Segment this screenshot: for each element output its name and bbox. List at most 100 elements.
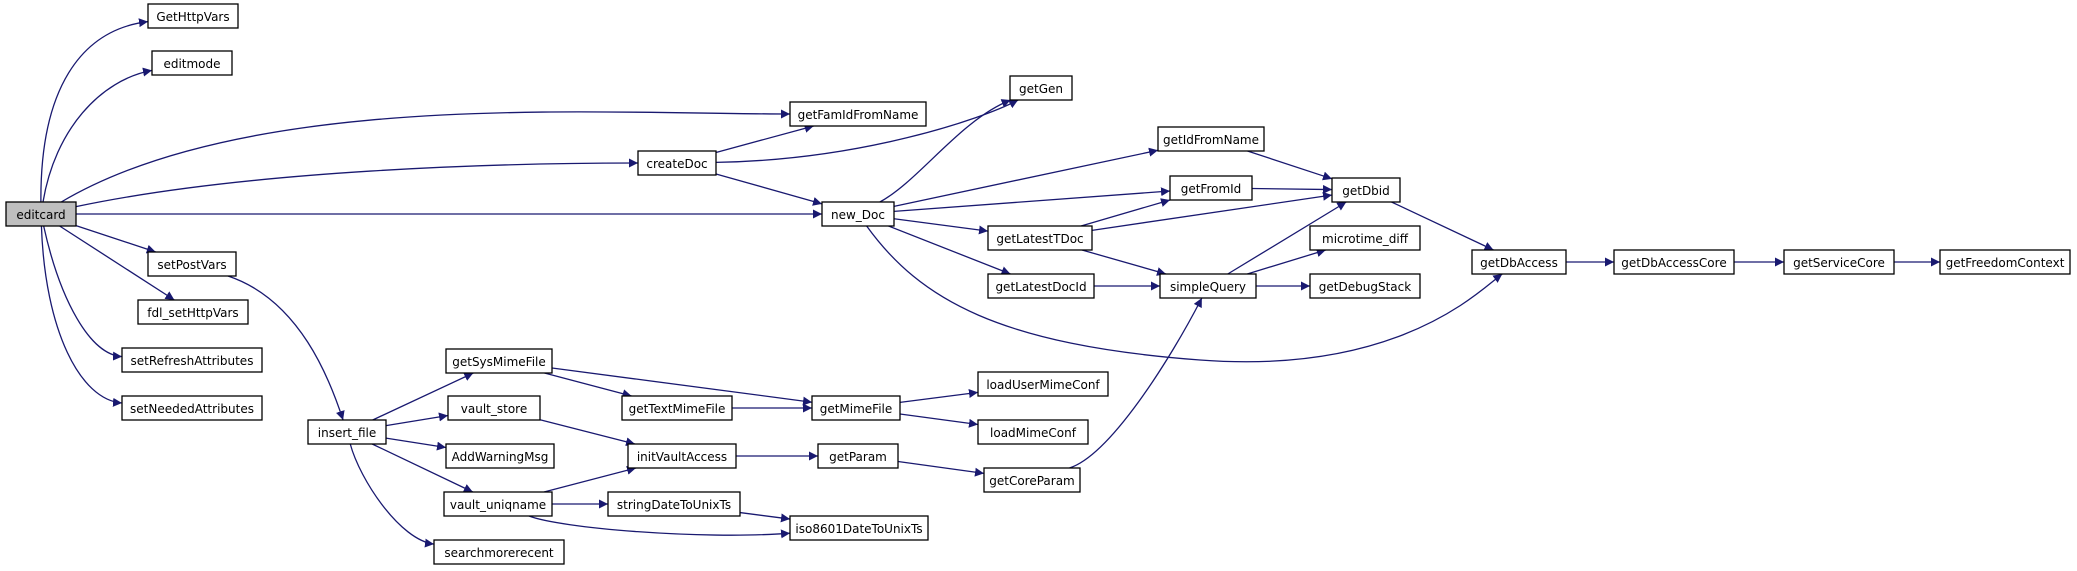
node-box-getCoreParam[interactable] [983, 467, 1081, 493]
node-stringDateToUnixTs[interactable]: stringDateToUnixTs [607, 491, 741, 517]
node-box-GetHttpVars[interactable] [147, 3, 239, 29]
node-box-getFreedomContext[interactable] [1939, 249, 2071, 275]
node-label-editcard: editcard [16, 208, 65, 222]
node-vault_uniqname[interactable]: vault_uniqname [443, 491, 553, 517]
node-insert_file[interactable]: insert_file [307, 419, 387, 445]
node-label-AddWarningMsg: AddWarningMsg [452, 450, 549, 464]
node-setPostVars[interactable]: setPostVars [147, 251, 237, 277]
node-initVaultAccess[interactable]: initVaultAccess [627, 443, 737, 469]
node-box-vault_store[interactable] [447, 395, 541, 421]
node-label-getFromId: getFromId [1181, 182, 1242, 196]
node-label-getFreedomContext: getFreedomContext [1946, 256, 2065, 270]
node-box-getGen[interactable] [1009, 75, 1073, 101]
node-getFamIdFromName[interactable]: getFamIdFromName [789, 101, 927, 127]
node-loadMimeConf[interactable]: loadMimeConf [977, 419, 1089, 445]
node-box-editcard[interactable] [5, 201, 77, 227]
node-box-setRefreshAttributes[interactable] [121, 347, 263, 373]
node-box-getMimeFile[interactable] [811, 395, 901, 421]
edge-getMimeFile-to-loadMimeConf [899, 413, 979, 428]
node-box-getDbAccessCore[interactable] [1613, 249, 1735, 275]
edge-new_Doc-to-getLatestDocId [888, 225, 1011, 275]
node-box-stringDateToUnixTs[interactable] [607, 491, 741, 517]
node-box-getFromId[interactable] [1169, 175, 1253, 201]
node-box-getSysMimeFile[interactable] [445, 348, 553, 374]
node-box-loadUserMimeConf[interactable] [977, 371, 1109, 397]
node-label-getServiceCore: getServiceCore [1793, 256, 1885, 270]
node-label-setNeededAttributes: setNeededAttributes [130, 402, 254, 416]
node-box-getServiceCore[interactable] [1783, 249, 1895, 275]
node-label-createDoc: createDoc [646, 157, 707, 171]
node-box-insert_file[interactable] [307, 419, 387, 445]
node-box-getDbid[interactable] [1331, 177, 1401, 203]
node-box-vault_uniqname[interactable] [443, 491, 553, 517]
node-label-loadUserMimeConf: loadUserMimeConf [986, 378, 1100, 392]
node-getParam[interactable]: getParam [817, 443, 899, 469]
node-box-getLatestDocId[interactable] [987, 273, 1095, 299]
edge-getCoreParam-to-simpleQuery [1069, 297, 1203, 469]
node-box-createDoc[interactable] [637, 150, 717, 176]
node-box-initVaultAccess[interactable] [627, 443, 737, 469]
node-getDbAccess[interactable]: getDbAccess [1471, 249, 1567, 275]
node-getTextMimeFile[interactable]: getTextMimeFile [621, 395, 733, 421]
node-box-setNeededAttributes[interactable] [121, 395, 263, 421]
node-setNeededAttributes[interactable]: setNeededAttributes [121, 395, 263, 421]
node-getSysMimeFile[interactable]: getSysMimeFile [445, 348, 553, 374]
node-box-iso8601DateToUnixTs[interactable] [789, 515, 929, 541]
node-editcard[interactable]: editcard [5, 201, 77, 227]
node-new_Doc[interactable]: new_Doc [821, 201, 895, 227]
node-box-getDbAccess[interactable] [1471, 249, 1567, 275]
node-searchmorerecent[interactable]: searchmorerecent [433, 539, 565, 565]
node-box-getFamIdFromName[interactable] [789, 101, 927, 127]
edge-insert_file-to-searchmorerecent [349, 443, 435, 548]
node-loadUserMimeConf[interactable]: loadUserMimeConf [977, 371, 1109, 397]
edge-vault_uniqname-to-initVaultAccess [543, 465, 637, 493]
node-box-simpleQuery[interactable] [1159, 273, 1257, 299]
node-simpleQuery[interactable]: simpleQuery [1159, 273, 1257, 299]
node-getMimeFile[interactable]: getMimeFile [811, 395, 901, 421]
node-box-getDebugStack[interactable] [1309, 273, 1421, 299]
node-label-getIdFromName: getIdFromName [1163, 133, 1259, 147]
node-getDbAccessCore[interactable]: getDbAccessCore [1613, 249, 1735, 275]
node-vault_store[interactable]: vault_store [447, 395, 541, 421]
node-box-getTextMimeFile[interactable] [621, 395, 733, 421]
node-GetHttpVars[interactable]: GetHttpVars [147, 3, 239, 29]
node-box-searchmorerecent[interactable] [433, 539, 565, 565]
edge-getLatestTDoc-to-getFromId [1080, 198, 1171, 227]
node-editmode[interactable]: editmode [151, 50, 233, 76]
node-getDbid[interactable]: getDbid [1331, 177, 1401, 203]
node-label-getDebugStack: getDebugStack [1319, 280, 1411, 294]
node-box-getIdFromName[interactable] [1157, 126, 1265, 152]
node-box-getParam[interactable] [817, 443, 899, 469]
edge-createDoc-to-getFamIdFromName [715, 124, 814, 154]
node-getFreedomContext[interactable]: getFreedomContext [1939, 249, 2071, 275]
node-fdl_setHttpVars[interactable]: fdl_setHttpVars [137, 299, 249, 325]
node-box-getLatestTDoc[interactable] [987, 225, 1093, 251]
node-label-getGen: getGen [1019, 82, 1063, 96]
node-setRefreshAttributes[interactable]: setRefreshAttributes [121, 347, 263, 373]
node-box-microtime_diff[interactable] [1309, 225, 1421, 251]
node-microtime_diff[interactable]: microtime_diff [1309, 225, 1421, 251]
edge-editcard-to-createDoc [75, 158, 639, 208]
node-label-getLatestDocId: getLatestDocId [995, 280, 1086, 294]
node-box-editmode[interactable] [151, 50, 233, 76]
node-getDebugStack[interactable]: getDebugStack [1309, 273, 1421, 299]
node-box-setPostVars[interactable] [147, 251, 237, 277]
node-getIdFromName[interactable]: getIdFromName [1157, 126, 1265, 152]
node-AddWarningMsg[interactable]: AddWarningMsg [445, 443, 555, 469]
node-label-getDbid: getDbid [1342, 184, 1390, 198]
node-label-stringDateToUnixTs: stringDateToUnixTs [617, 498, 731, 512]
node-box-AddWarningMsg[interactable] [445, 443, 555, 469]
node-label-searchmorerecent: searchmorerecent [444, 546, 554, 560]
node-getGen[interactable]: getGen [1009, 75, 1073, 101]
node-label-microtime_diff: microtime_diff [1322, 232, 1409, 246]
node-box-loadMimeConf[interactable] [977, 419, 1089, 445]
node-getCoreParam[interactable]: getCoreParam [983, 467, 1081, 493]
node-iso8601DateToUnixTs[interactable]: iso8601DateToUnixTs [789, 515, 929, 541]
node-getLatestDocId[interactable]: getLatestDocId [987, 273, 1095, 299]
node-createDoc[interactable]: createDoc [637, 150, 717, 176]
node-getFromId[interactable]: getFromId [1169, 175, 1253, 201]
node-getLatestTDoc[interactable]: getLatestTDoc [987, 225, 1093, 251]
node-box-fdl_setHttpVars[interactable] [137, 299, 249, 325]
node-box-new_Doc[interactable] [821, 201, 895, 227]
node-getServiceCore[interactable]: getServiceCore [1783, 249, 1895, 275]
